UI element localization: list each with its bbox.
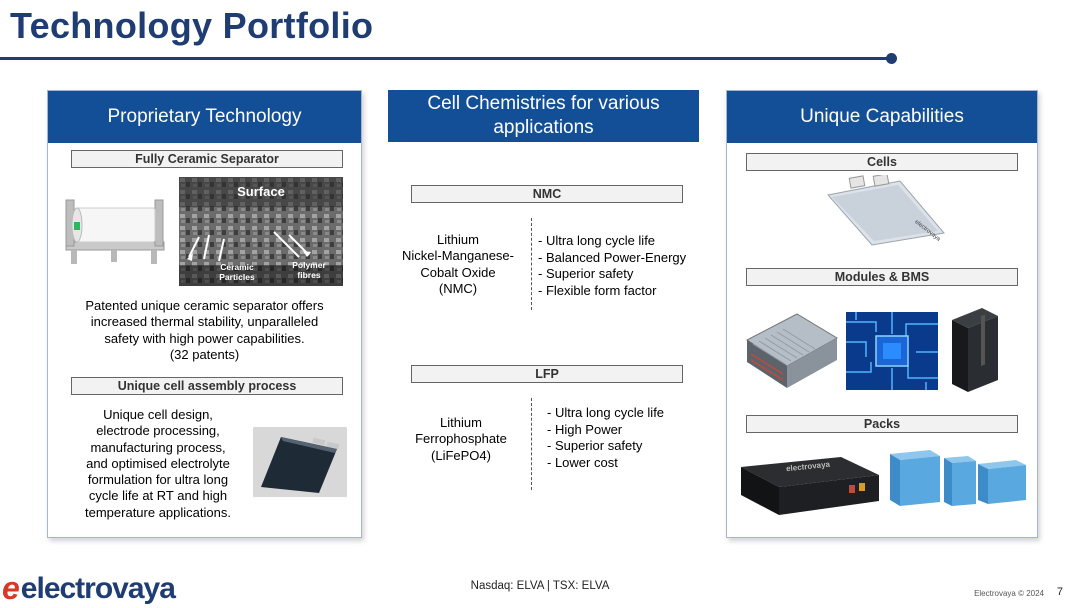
lfp-divider [531, 398, 532, 490]
micrograph-label-ceramic: Ceramic Particles [219, 262, 255, 282]
electrovaya-logo: e electrovaya [2, 570, 176, 607]
copyright: Electrovaya © 2024 [974, 589, 1044, 598]
fully-ceramic-separator-label: Fully Ceramic Separator [71, 150, 343, 168]
micrograph-title: Surface [237, 184, 285, 199]
battery-module-image [746, 313, 838, 388]
nmc-features: - Ultra long cycle life - Balanced Power… [538, 233, 687, 298]
title-rule [0, 57, 890, 60]
micrograph-label-polymer: Polymer fibres [292, 260, 326, 280]
stock-tickers: Nasdaq: ELVA | TSX: ELVA [470, 580, 610, 592]
page-number: 7 [1056, 586, 1063, 598]
pouch-cell-image [253, 427, 347, 497]
lfp-chemistry-name: Lithium Ferrophosphate (LiFePO4) [415, 415, 507, 463]
cell-chemistries-header: Cell Chemistries for various application… [388, 90, 699, 142]
modules-bms-label: Modules & BMS [746, 268, 1018, 286]
separator-roll-image [65, 199, 165, 264]
logo-wordmark: electrovaya [20, 571, 176, 605]
lfp-pack-image [890, 450, 1026, 506]
lfp-label: LFP [411, 365, 683, 383]
assembly-description: Unique cell design, electrode processing… [85, 407, 231, 520]
nmc-chemistry-name: Lithium Nickel-Manganese- Cobalt Oxide (… [402, 232, 514, 296]
bms-circuit-image [846, 312, 938, 390]
battery-pack-image [741, 457, 879, 515]
title-rule-dot [886, 53, 897, 64]
pouch-cell-product-image [827, 175, 945, 246]
packs-label: Packs [746, 415, 1018, 433]
tall-module-image [952, 308, 998, 392]
logo-e-mark: e [2, 570, 20, 606]
nmc-label: NMC [411, 185, 683, 203]
proprietary-technology-header: Proprietary Technology [48, 91, 361, 143]
page-title: Technology Portfolio [10, 5, 374, 46]
separator-description: Patented unique ceramic separator offers… [85, 298, 324, 362]
ceramic-surface-micrograph [179, 177, 343, 286]
cells-label: Cells [746, 153, 1018, 171]
nmc-divider [531, 218, 532, 310]
cell-assembly-process-label: Unique cell assembly process [71, 377, 343, 395]
unique-capabilities-header: Unique Capabilities [727, 91, 1037, 143]
lfp-features: - Ultra long cycle life - High Power - S… [547, 405, 665, 470]
